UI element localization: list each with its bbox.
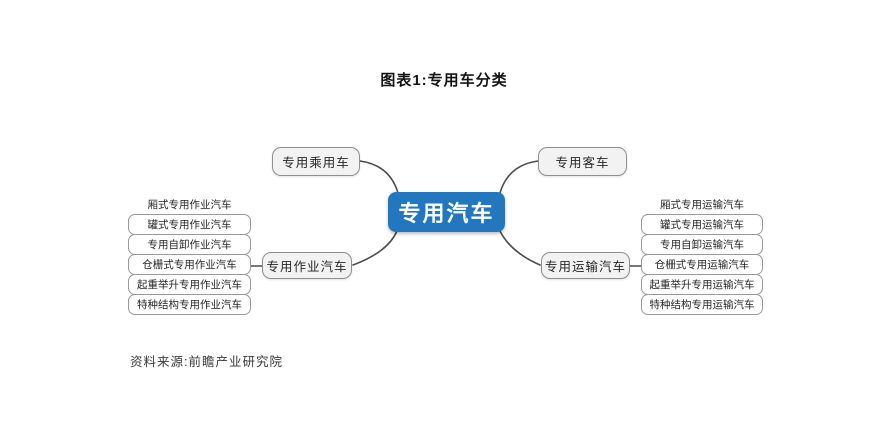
leaf-node: 起重举升专用作业汽车 [128, 274, 251, 295]
work-vehicle-leaf-list: 厢式专用作业汽车 罐式专用作业汽车 专用自卸作业汽车 仓栅式专用作业汽车 起重举… [128, 194, 251, 315]
leaf-node: 仓栅式专用作业汽车 [128, 254, 251, 275]
link-root-to-passenger-branch [359, 160, 399, 194]
leaf-node: 特种结构专用运输汽车 [641, 294, 763, 315]
root-node: 专用汽车 [388, 192, 505, 232]
branch-node-passenger-car: 专用乘用车 [272, 147, 360, 176]
link-root-to-work-branch [352, 230, 398, 266]
leaf-node: 起重举升专用运输汽车 [641, 274, 763, 295]
leaf-node: 厢式专用作业汽车 [147, 199, 232, 211]
leaf-node: 专用自卸运输汽车 [641, 234, 763, 255]
leaf-node: 罐式专用运输汽车 [641, 214, 763, 235]
leaf-node: 特种结构专用作业汽车 [128, 294, 251, 315]
transport-vehicle-leaf-list: 厢式专用运输汽车 罐式专用运输汽车 专用自卸运输汽车 仓栅式专用运输汽车 起重举… [641, 194, 763, 315]
link-root-to-bus-branch [499, 160, 539, 194]
chart-title: 图表1:专用车分类 [380, 72, 508, 89]
data-source-note: 资料来源:前瞻产业研究院 [130, 355, 283, 369]
branch-node-transport-vehicle: 专用运输汽车 [541, 252, 630, 279]
branch-node-work-vehicle: 专用作业汽车 [262, 252, 352, 279]
leaf-node: 厢式专用运输汽车 [660, 199, 744, 211]
leaf-node: 罐式专用作业汽车 [128, 214, 251, 235]
link-root-to-transport-branch [499, 230, 541, 266]
branch-node-bus: 专用客车 [538, 147, 627, 176]
leaf-node: 仓栅式专用运输汽车 [641, 254, 763, 275]
leaf-node: 专用自卸作业汽车 [128, 234, 251, 255]
